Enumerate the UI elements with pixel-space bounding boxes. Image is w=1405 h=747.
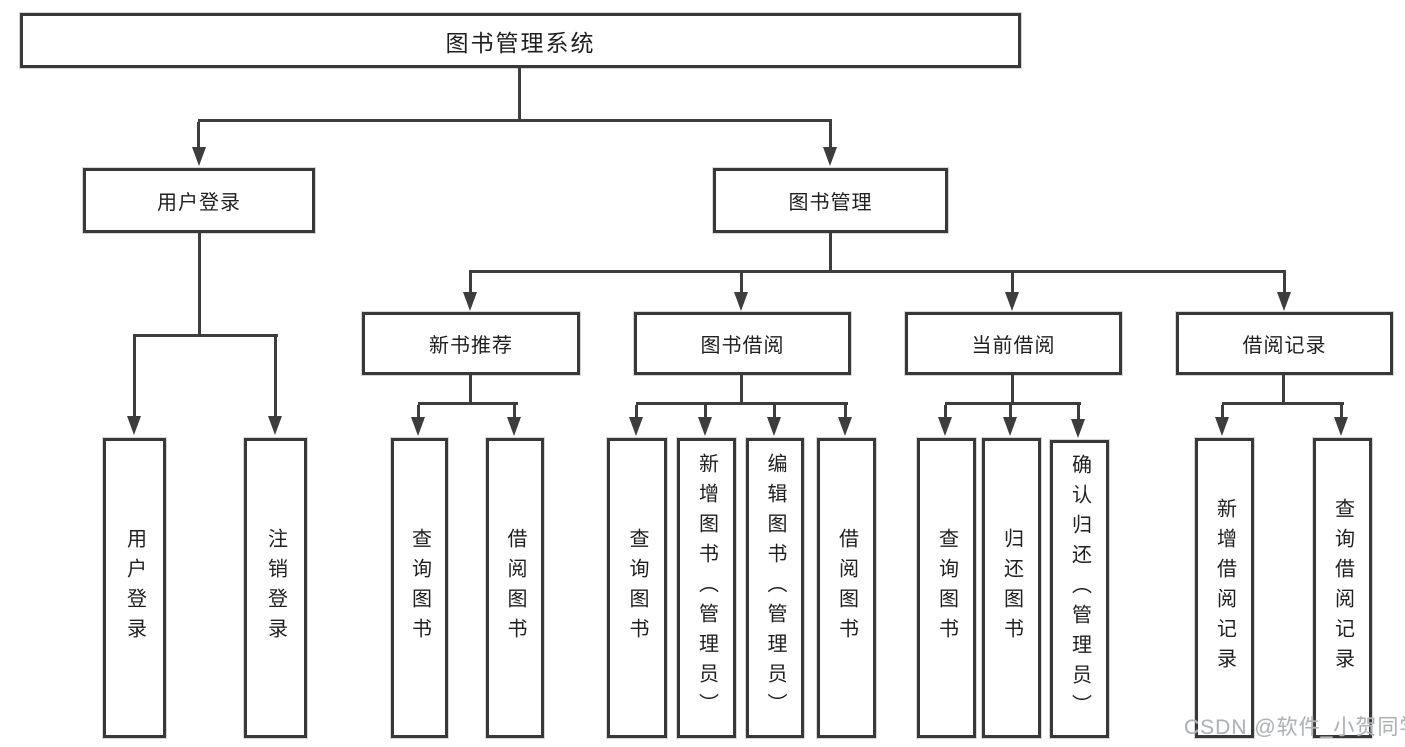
arrow-down-icon bbox=[127, 416, 141, 435]
arrow-down-icon bbox=[1003, 417, 1017, 436]
node-book-borrowing: 图书借阅 bbox=[634, 312, 851, 375]
leaf-borrow-books: 借阅图书 bbox=[817, 438, 876, 738]
node-user-login: 用户登录 bbox=[83, 168, 315, 233]
leaf-confirm-return-admin: 确认归还（管理员） bbox=[1050, 440, 1109, 738]
connector-current-stem-line bbox=[944, 405, 947, 419]
connector-root-stub-line bbox=[518, 68, 521, 122]
connector-records-stem-line bbox=[1340, 405, 1343, 419]
leaf-user-login-label: 用户登录 bbox=[123, 528, 146, 648]
leaf-query-books-borrow-label: 查询图书 bbox=[626, 528, 648, 648]
connector-mgmt-hline bbox=[469, 270, 1286, 273]
connector-recommend-stem-line bbox=[513, 405, 516, 419]
node-current-borrowing: 当前借阅 bbox=[905, 312, 1122, 375]
connector-mgmt-stem-line bbox=[1283, 273, 1286, 294]
leaf-query-books-recommend-label: 查询图书 bbox=[408, 528, 431, 648]
connector-recommend-stem-line bbox=[417, 405, 420, 419]
connector-current-hline bbox=[945, 402, 1081, 405]
connector-root-hline bbox=[198, 119, 832, 122]
connector-mgmt-stem-line bbox=[469, 273, 472, 294]
connector-mgmt-stub-line bbox=[829, 233, 832, 273]
node-root-label: 图书管理系统 bbox=[445, 29, 596, 56]
connector-borrowing-stem-line bbox=[844, 405, 847, 419]
connector-borrowing-hline bbox=[636, 402, 848, 405]
connector-login-stem-line bbox=[133, 337, 136, 418]
leaf-query-books-recommend: 查询图书 bbox=[391, 438, 448, 738]
connector-root-right-stem-line bbox=[829, 122, 832, 150]
connector-login-stem-line bbox=[274, 337, 277, 418]
leaf-query-borrow-record-label: 查询借阅记录 bbox=[1331, 498, 1354, 678]
connector-records-hline bbox=[1222, 402, 1344, 405]
arrow-down-icon bbox=[838, 417, 852, 436]
connector-borrowing-stem-line bbox=[704, 405, 707, 419]
connector-mgmt-stem-line bbox=[740, 273, 743, 294]
arrow-down-icon bbox=[698, 417, 712, 436]
arrow-down-icon bbox=[938, 417, 952, 436]
leaf-borrow-books-recommend: 借阅图书 bbox=[486, 438, 544, 738]
connector-login-stub-line bbox=[198, 233, 201, 337]
node-current-borrowing-label: 当前借阅 bbox=[971, 335, 1056, 357]
arrow-down-icon bbox=[823, 147, 837, 166]
arrow-down-icon bbox=[192, 147, 206, 166]
leaf-add-book-admin-label: 新增图书（管理员） bbox=[695, 453, 718, 723]
connector-current-stub-line bbox=[1011, 375, 1014, 405]
node-new-book-recommend-label: 新书推荐 bbox=[429, 335, 513, 357]
node-borrowing-records: 借阅记录 bbox=[1176, 312, 1393, 375]
connector-borrowing-stub-line bbox=[740, 375, 743, 405]
connector-recommend-hline bbox=[418, 402, 518, 405]
node-book-management: 图书管理 bbox=[713, 168, 948, 233]
arrow-down-icon bbox=[463, 292, 477, 311]
arrow-down-icon bbox=[767, 417, 781, 436]
connector-root-left-stem-line bbox=[197, 122, 200, 150]
node-user-login-label: 用户登录 bbox=[157, 192, 241, 214]
leaf-query-books-borrow: 查询图书 bbox=[607, 438, 667, 738]
connector-recommend-stub-line bbox=[469, 375, 472, 405]
leaf-return-books: 归还图书 bbox=[982, 438, 1041, 738]
leaf-edit-book-admin-label: 编辑图书（管理员） bbox=[764, 453, 786, 723]
connector-current-stem-line bbox=[1009, 405, 1012, 419]
arrow-down-icon bbox=[734, 292, 748, 311]
connector-login-hline bbox=[133, 334, 278, 337]
leaf-logout-label: 注销登录 bbox=[264, 528, 287, 648]
leaf-query-books-current: 查询图书 bbox=[917, 438, 976, 738]
connector-borrowing-stem-line bbox=[635, 405, 638, 419]
arrow-down-icon bbox=[1071, 419, 1085, 438]
connector-records-stem-line bbox=[1221, 405, 1224, 419]
node-book-borrowing-label: 图书借阅 bbox=[700, 335, 785, 357]
connector-borrowing-stem-line bbox=[773, 405, 776, 419]
node-root: 图书管理系统 bbox=[20, 13, 1021, 68]
node-borrowing-records-label: 借阅记录 bbox=[1242, 335, 1327, 357]
arrow-down-icon bbox=[268, 416, 282, 435]
leaf-borrow-books-label: 借阅图书 bbox=[835, 528, 858, 648]
leaf-add-borrow-record-label: 新增借阅记录 bbox=[1213, 498, 1236, 678]
arrow-down-icon bbox=[1215, 417, 1229, 436]
node-book-management-label: 图书管理 bbox=[788, 192, 873, 214]
leaf-logout: 注销登录 bbox=[244, 438, 307, 738]
arrow-down-icon bbox=[411, 417, 425, 436]
connector-mgmt-stem-line bbox=[1011, 273, 1014, 294]
connector-current-stem-line bbox=[1077, 405, 1080, 421]
arrow-down-icon bbox=[629, 417, 643, 436]
leaf-add-book-admin: 新增图书（管理员） bbox=[677, 438, 736, 738]
leaf-user-login: 用户登录 bbox=[103, 438, 166, 738]
leaf-edit-book-admin: 编辑图书（管理员） bbox=[746, 438, 804, 738]
arrow-down-icon bbox=[1277, 292, 1291, 311]
arrow-down-icon bbox=[507, 417, 521, 436]
connector-records-stub-line bbox=[1282, 375, 1285, 405]
leaf-borrow-books-recommend-label: 借阅图书 bbox=[504, 528, 526, 648]
leaf-confirm-return-admin-label: 确认归还（管理员） bbox=[1068, 454, 1091, 724]
leaf-return-books-label: 归还图书 bbox=[1000, 528, 1023, 648]
leaf-add-borrow-record: 新增借阅记录 bbox=[1195, 438, 1254, 738]
leaf-query-borrow-record: 查询借阅记录 bbox=[1313, 438, 1372, 738]
leaf-query-books-current-label: 查询图书 bbox=[935, 528, 958, 648]
arrow-down-icon bbox=[1334, 417, 1348, 436]
csdn-watermark: CSDN @软件_小贺同学 bbox=[1184, 716, 1405, 739]
arrow-down-icon bbox=[1005, 292, 1019, 311]
node-new-book-recommend: 新书推荐 bbox=[362, 312, 580, 375]
